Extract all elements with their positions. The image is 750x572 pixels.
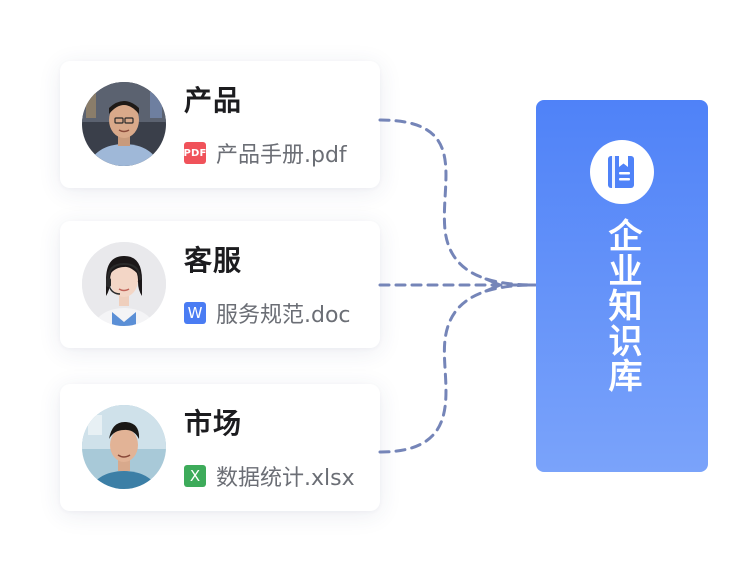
knowledge-base-title: 企业知识库 — [602, 218, 642, 393]
file-name: 服务规范.doc — [216, 303, 351, 328]
file-attachment[interactable]: PDF 产品手册.pdf — [183, 139, 347, 168]
arrow-head-icon — [484, 277, 502, 293]
knowledge-base-panel: 企业知识库 — [536, 100, 708, 472]
avatar — [82, 405, 166, 489]
role-title: 市场 — [184, 407, 243, 440]
source-card-customer-service: 客服 W 服务规范.doc — [60, 221, 380, 348]
file-attachment[interactable]: X 数据统计.xlsx — [184, 462, 355, 491]
role-title: 产品 — [184, 84, 243, 117]
excel-file-icon: X — [184, 465, 206, 487]
file-attachment[interactable]: W 服务规范.doc — [184, 299, 351, 328]
connector-marketing — [378, 283, 537, 454]
word-file-icon: W — [184, 302, 206, 324]
file-name: 数据统计.xlsx — [216, 466, 355, 491]
avatar — [82, 242, 166, 326]
pdf-file-icon: PDF — [183, 142, 206, 164]
connector-product — [378, 118, 537, 287]
source-card-product: 产品 PDF 产品手册.pdf — [60, 61, 380, 188]
source-card-marketing: 市场 X 数据统计.xlsx — [60, 384, 380, 511]
knowledge-base-icon-circle — [590, 140, 654, 204]
role-title: 客服 — [184, 244, 243, 277]
notebook-icon — [608, 156, 634, 188]
file-name: 产品手册.pdf — [216, 143, 347, 168]
